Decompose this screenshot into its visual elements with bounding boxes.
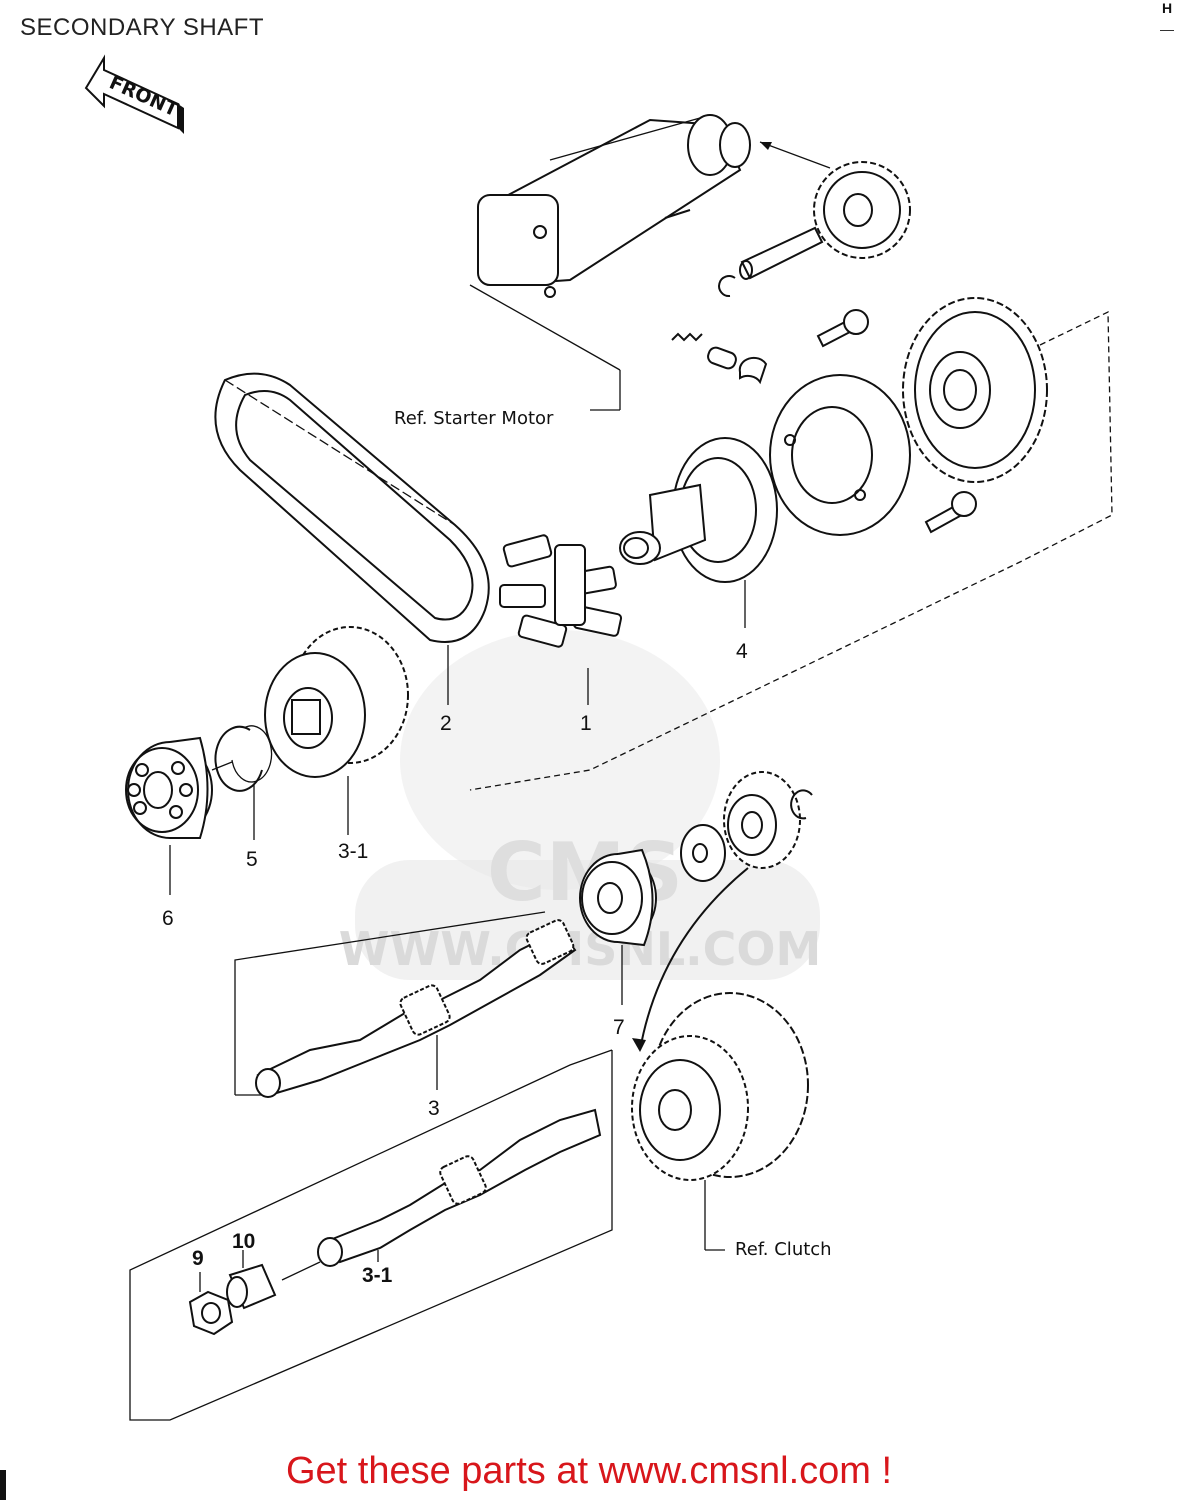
ref-clutch-label: Ref. Clutch — [735, 1239, 832, 1260]
part-10-collar — [226, 1250, 321, 1310]
reference-frame-upper — [469, 284, 1113, 791]
label-part-2: 2 — [440, 712, 452, 735]
part-6-circlip — [214, 725, 273, 840]
label-part-7: 6 — [162, 907, 174, 930]
part-2-chain — [214, 372, 490, 705]
starter-idle-gear — [759, 141, 911, 259]
label-part-6: 5 — [246, 848, 258, 871]
part-3-1-alternate-shaft — [129, 1049, 613, 1421]
label-part-4: 3-1 — [338, 840, 368, 863]
output-small-gear — [723, 771, 801, 869]
thrust-washer — [680, 824, 726, 882]
clutch-housing — [631, 992, 809, 1251]
assembly-arrowhead — [632, 1038, 646, 1052]
page-title: SECONDARY SHAFT — [20, 14, 264, 41]
label-part-3: 3 — [428, 1097, 440, 1120]
page-code: H — [1162, 0, 1173, 16]
label-part-5: 4 — [736, 640, 748, 663]
starter-driven-gear — [902, 297, 1048, 483]
front-arrow-label: FRONT — [106, 72, 181, 122]
gear-circlip — [790, 789, 813, 820]
label-part-10: 10 — [232, 1230, 255, 1253]
watermark-text: WWW.CMSNL.COM — [339, 922, 822, 976]
part-4-primary-gear — [264, 626, 409, 835]
footer-shop-link[interactable]: Get these parts at www.cmsnl.com ! — [285, 1450, 893, 1492]
idle-shaft — [718, 226, 824, 298]
starter-clutch-housing — [769, 374, 911, 536]
part-9-nut — [188, 1272, 234, 1336]
corner-divider — [1160, 30, 1174, 31]
part-7-bearing — [125, 736, 233, 895]
part-8-bearing — [579, 848, 657, 1005]
part-3-secondary-shaft — [234, 911, 577, 1098]
part-1-damper — [499, 534, 623, 705]
assembly-arrow — [639, 867, 749, 1051]
label-part-9: 9 — [192, 1247, 204, 1270]
label-part-8: 7 — [613, 1016, 625, 1039]
footer-edge-mark — [0, 1470, 6, 1500]
one-way-clutch-small-parts — [671, 309, 977, 534]
starter-motor — [477, 114, 751, 298]
label-part-1: 1 — [580, 712, 592, 735]
front-arrow: FRONT — [84, 54, 184, 134]
part-5-starter-clutch — [619, 437, 778, 628]
ref-starter-motor-label: Ref. Starter Motor — [394, 408, 554, 429]
label-part-3-1: 3-1 — [362, 1264, 393, 1287]
